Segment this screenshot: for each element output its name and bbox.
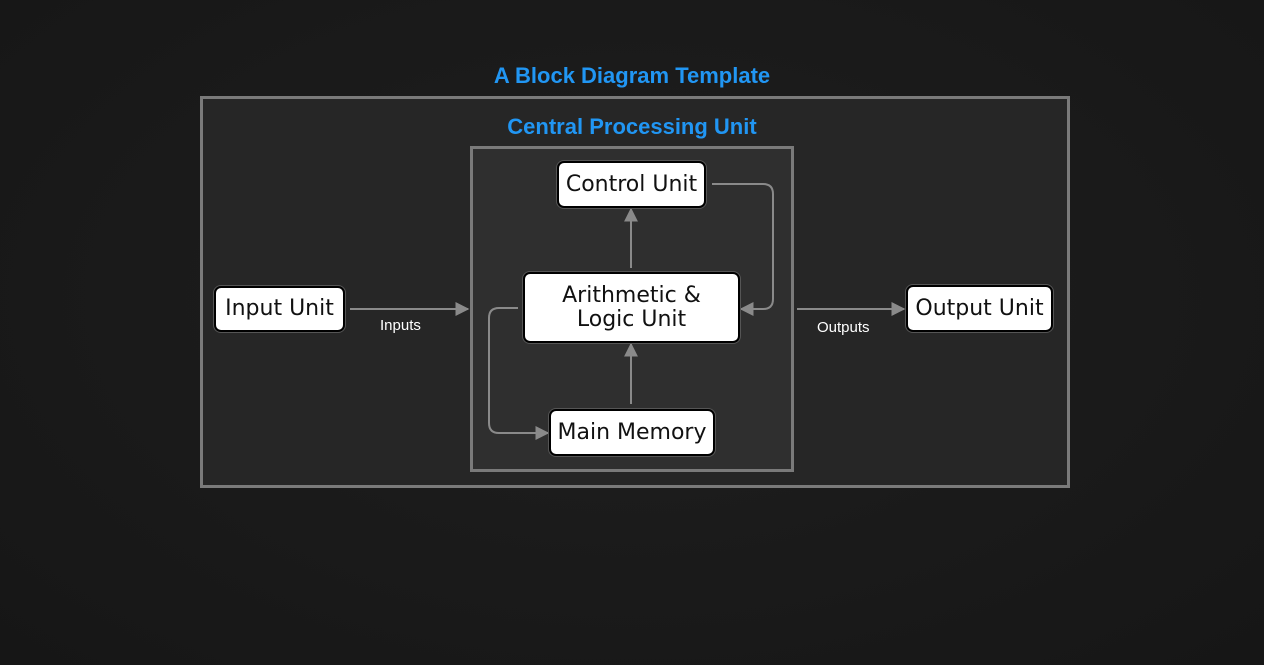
diagram-title: A Block Diagram Template	[493, 63, 771, 88]
edge-alu-to-memory	[488, 307, 550, 440]
main-memory-node[interactable]: Main Memory	[549, 409, 715, 456]
control-unit-node[interactable]: Control Unit	[557, 161, 706, 208]
alu-node[interactable]: Arithmetic & Logic Unit	[523, 272, 740, 343]
outputs-edge-label: Outputs	[817, 319, 870, 336]
edge-control-to-alu	[712, 183, 774, 316]
output-unit-node[interactable]: Output Unit	[906, 285, 1053, 332]
input-unit-node[interactable]: Input Unit	[214, 286, 345, 332]
inputs-edge-label: Inputs	[380, 317, 421, 334]
cpu-group-label: Central Processing Unit	[507, 114, 757, 139]
